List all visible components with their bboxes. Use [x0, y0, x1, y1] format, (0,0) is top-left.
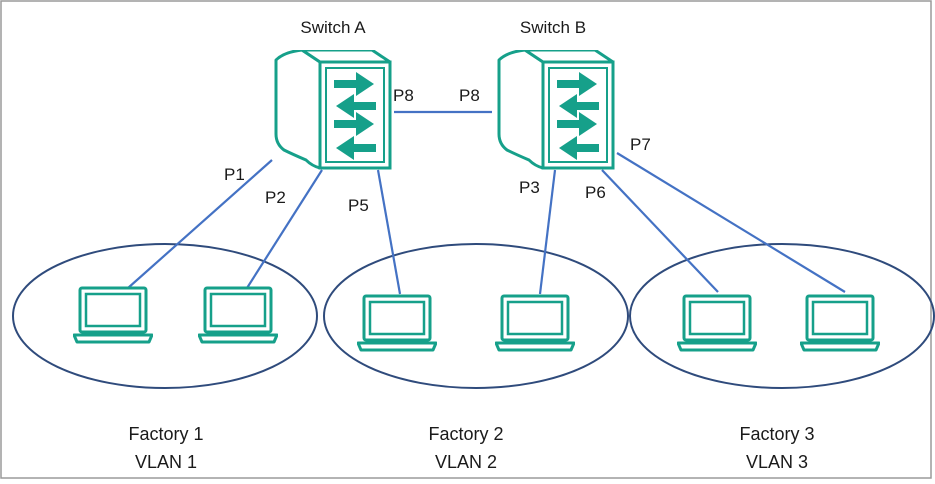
laptop-icon	[495, 294, 575, 352]
port-label-p5: P5	[348, 196, 369, 215]
laptop-icon	[198, 286, 278, 344]
link-p6	[601, 169, 719, 293]
factory-1-vlan: VLAN 1	[135, 452, 197, 472]
laptop-icon	[357, 294, 437, 352]
factory-1-ellipse	[12, 243, 318, 389]
factory-2-ellipse	[323, 243, 629, 389]
port-label-p6: P6	[585, 183, 606, 202]
link-p3	[538, 169, 557, 295]
laptop-icon	[800, 294, 880, 352]
link-p5	[376, 169, 402, 295]
port-label-p3: P3	[519, 178, 540, 197]
link-p1	[127, 159, 273, 289]
switch-b-label: Switch B	[520, 18, 586, 37]
factory-2-vlan: VLAN 2	[435, 452, 497, 472]
port-label-p1: P1	[224, 165, 245, 184]
links	[127, 110, 846, 295]
port-label-b-p8: P8	[459, 86, 480, 105]
link-p7	[616, 152, 846, 293]
laptop-icon	[677, 294, 757, 352]
switch-a-label: Switch A	[300, 18, 366, 37]
switch-b-icon	[497, 50, 615, 170]
port-label-a-p8: P8	[393, 86, 414, 105]
link-p2	[246, 169, 323, 289]
factory-3-name: Factory 3	[739, 424, 814, 444]
factory-3-vlan: VLAN 3	[746, 452, 808, 472]
port-label-p2: P2	[265, 188, 286, 207]
factory-1-name: Factory 1	[128, 424, 203, 444]
factory-3-ellipse	[629, 243, 935, 389]
switch-a-icon	[274, 50, 392, 170]
factory-2-name: Factory 2	[428, 424, 503, 444]
laptop-icon	[73, 286, 153, 344]
port-label-p7: P7	[630, 135, 651, 154]
